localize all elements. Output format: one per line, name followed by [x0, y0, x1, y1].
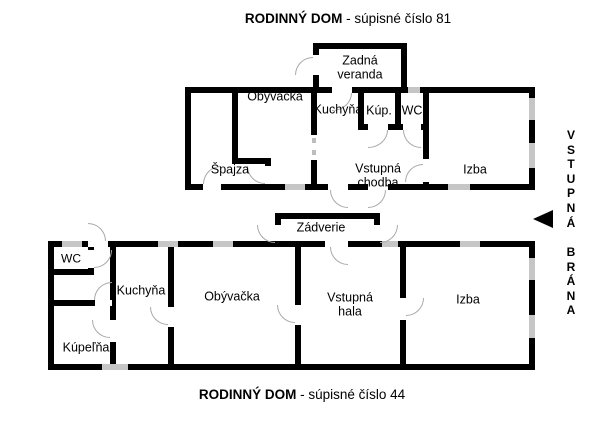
wall [529, 241, 535, 370]
window [448, 184, 470, 190]
wall [185, 184, 535, 190]
room-label-vstupna-hala: Vstupná hala [327, 290, 373, 318]
door-opening [275, 225, 281, 242]
door-opening [368, 124, 388, 130]
wall [395, 93, 401, 124]
door-opening [374, 225, 380, 242]
wall [401, 43, 407, 93]
door-opening [88, 241, 108, 247]
title-house-44-rest: - súpisné číslo 44 [296, 387, 406, 402]
window [158, 241, 178, 247]
room-label-zadna-veranda: Zadná veranda [337, 53, 383, 81]
opening-dash [312, 138, 316, 143]
wall [358, 124, 429, 130]
window [529, 258, 535, 280]
door-arc [330, 190, 348, 208]
door-opening [295, 305, 301, 325]
wall [358, 93, 364, 130]
wall [275, 213, 380, 219]
wall [313, 43, 407, 49]
wall [48, 364, 535, 370]
wall [185, 87, 191, 190]
wall [48, 269, 94, 275]
door-arc [92, 320, 110, 338]
room-label-izba-81: Izba [463, 162, 487, 177]
wall [529, 87, 535, 190]
window [529, 315, 535, 338]
room-label-wc-44: WC [61, 251, 81, 266]
door-arc [330, 247, 348, 265]
room-label-zadverie: Zádverie [296, 220, 346, 235]
wall [232, 158, 271, 164]
door-opening [400, 298, 406, 320]
wall [185, 87, 535, 93]
door-arc [405, 164, 423, 182]
room-label-izba-44: Izba [456, 292, 480, 307]
door-opening [368, 184, 388, 190]
door-opening [110, 320, 116, 342]
door-arc [88, 223, 106, 241]
door-opening [325, 241, 348, 247]
room-label-kupelna-44: Kúpeľňa [62, 340, 110, 355]
wall [423, 93, 429, 190]
wall [48, 300, 116, 306]
room-label-kuchyna-81: Kuchyňa [313, 102, 363, 117]
door-opening [328, 184, 348, 190]
wall [232, 93, 238, 164]
room-label-kuchyna-44: Kuchyňa [116, 283, 166, 298]
window [102, 364, 128, 370]
door-opening [95, 300, 112, 306]
door-arc [403, 130, 421, 148]
door-arc [368, 190, 386, 208]
title-house-81: RODINNÝ DOM - súpisné číslo 81 [245, 11, 451, 26]
room-label-obyvacka-44: Obývačka [204, 289, 260, 304]
door-arc [295, 57, 313, 75]
door-arc [277, 305, 295, 323]
window [382, 241, 398, 247]
cased-opening [311, 135, 317, 160]
door-arc [150, 307, 168, 325]
gate-label-brana: B R Á N A [566, 245, 576, 318]
window [529, 98, 535, 120]
door-opening [313, 55, 319, 75]
wall [110, 247, 116, 370]
window [213, 241, 233, 247]
door-opening [203, 184, 221, 190]
room-label-wc-81: WC [401, 103, 423, 118]
door-arc [247, 166, 265, 184]
door-opening [423, 159, 429, 182]
window [460, 241, 480, 247]
door-opening [265, 166, 271, 184]
window [285, 184, 305, 190]
wall [48, 241, 535, 247]
room-label-kupelna-81: Kúp. [366, 103, 392, 118]
room-label-spajza: Špajza [210, 162, 250, 177]
title-house-81-bold: RODINNÝ DOM [244, 11, 343, 26]
title-house-44: RODINNÝ DOM - súpisné číslo 44 [199, 387, 405, 402]
title-house-81-rest: - súpisné číslo 81 [342, 11, 452, 26]
door-opening [403, 124, 421, 130]
window [62, 241, 82, 247]
entrance-gate-arrow-icon [533, 210, 553, 228]
door-opening [168, 307, 174, 327]
door-opening [332, 87, 352, 93]
door-opening [88, 250, 94, 268]
gate-label-vstupna: V S T U P N Á [566, 128, 576, 230]
door-arc [368, 130, 388, 148]
window [529, 143, 535, 168]
door-arc [406, 298, 424, 316]
title-house-44-bold: RODINNÝ DOM [198, 387, 297, 402]
window [408, 87, 420, 93]
opening-dash [312, 150, 316, 155]
room-label-vstupna-chodba: Vstupná chodba [355, 161, 401, 189]
room-label-obyvacka-81: Obývačka [247, 89, 303, 104]
door-arc [94, 282, 112, 300]
